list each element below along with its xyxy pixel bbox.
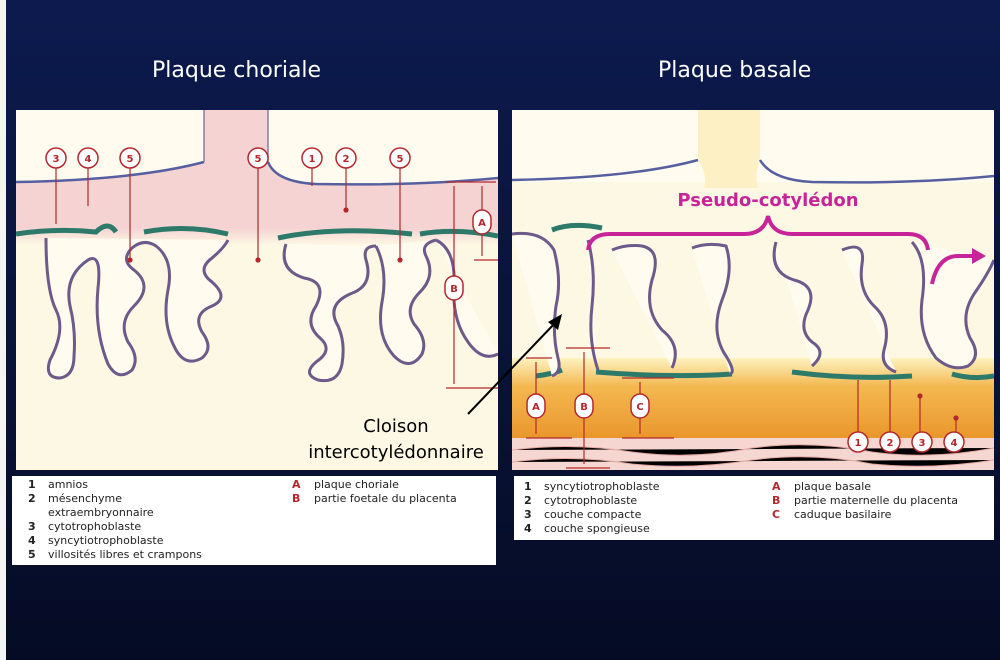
svg-text:B: B (450, 284, 458, 295)
svg-text:4: 4 (951, 438, 958, 449)
marker-r2: 2 (879, 431, 901, 453)
marker-5-stem: 5 (247, 147, 269, 169)
basal-plate-diagram: Pseudo-cotylédon 1 2 3 4 A B C (512, 110, 994, 470)
svg-text:3: 3 (919, 438, 926, 449)
circulation-arrow (930, 254, 974, 285)
right-title: Plaque basale (658, 58, 812, 83)
svg-text:B: B (580, 402, 588, 413)
svg-text:5: 5 (255, 154, 262, 165)
dimension-A-right: A (526, 393, 546, 419)
spongy-hatch (512, 444, 994, 467)
marker-2: 2 (335, 147, 357, 169)
dimension-B-left: B (444, 275, 464, 301)
chorionic-plate-diagram: 3 4 5 5 1 2 5 A B (16, 110, 498, 470)
dimension-B-right: B (574, 393, 594, 419)
stem-outline (203, 110, 269, 162)
pseudo-cotyledon-label: Pseudo-cotylédon (677, 190, 858, 211)
marker-5: 5 (119, 147, 141, 169)
stem-villus (204, 110, 268, 190)
svg-text:A: A (532, 402, 540, 413)
amnios-line (16, 160, 205, 184)
stem-villus-right (698, 110, 760, 188)
svg-text:2: 2 (887, 438, 894, 449)
callout-background (296, 415, 496, 467)
svg-text:3: 3 (53, 154, 60, 165)
svg-text:2: 2 (343, 154, 350, 165)
chorionic-plate-svg: 3 4 5 5 1 2 5 A B (16, 110, 498, 389)
svg-text:5: 5 (127, 154, 134, 165)
svg-text:A: A (478, 218, 486, 229)
amnios-line-right (266, 161, 498, 186)
dimension-A-left: A (472, 209, 492, 235)
marker-1: 1 (301, 147, 323, 169)
svg-text:1: 1 (309, 154, 316, 165)
marker-r3: 3 (911, 431, 933, 453)
chorionic-plate-band (16, 162, 498, 245)
svg-text:5: 5 (397, 154, 404, 165)
trophoblast-lining (16, 223, 498, 241)
villi (44, 237, 498, 383)
circulation-arrowhead (972, 248, 986, 264)
marker-4: 4 (77, 147, 99, 169)
legend-item: extraembryonnaire (48, 506, 154, 519)
left-title: Plaque choriale (152, 58, 322, 83)
septum-callout: Cloison intercotylédonnaire (292, 414, 500, 466)
marker-5-right: 5 (389, 147, 411, 169)
pseudo-cotyledon-brace (586, 215, 930, 251)
dimension-C-right: C (630, 393, 650, 419)
marker-3: 3 (45, 147, 67, 169)
callout-line-2: intercotylédonnaire (308, 442, 484, 463)
amnios-line-right-panel (512, 158, 994, 184)
svg-text:1: 1 (855, 438, 862, 449)
callout-line-1: Cloison (363, 416, 429, 437)
page-edge (0, 0, 6, 660)
basal-plate-svg: Pseudo-cotylédon 1 2 3 4 A B C (512, 110, 994, 470)
svg-text:4: 4 (85, 154, 92, 165)
svg-text:C: C (636, 402, 643, 413)
marker-r4: 4 (943, 431, 965, 453)
left-markers: 3 4 5 5 1 2 5 A B (45, 147, 492, 301)
marker-r1: 1 (847, 431, 869, 453)
